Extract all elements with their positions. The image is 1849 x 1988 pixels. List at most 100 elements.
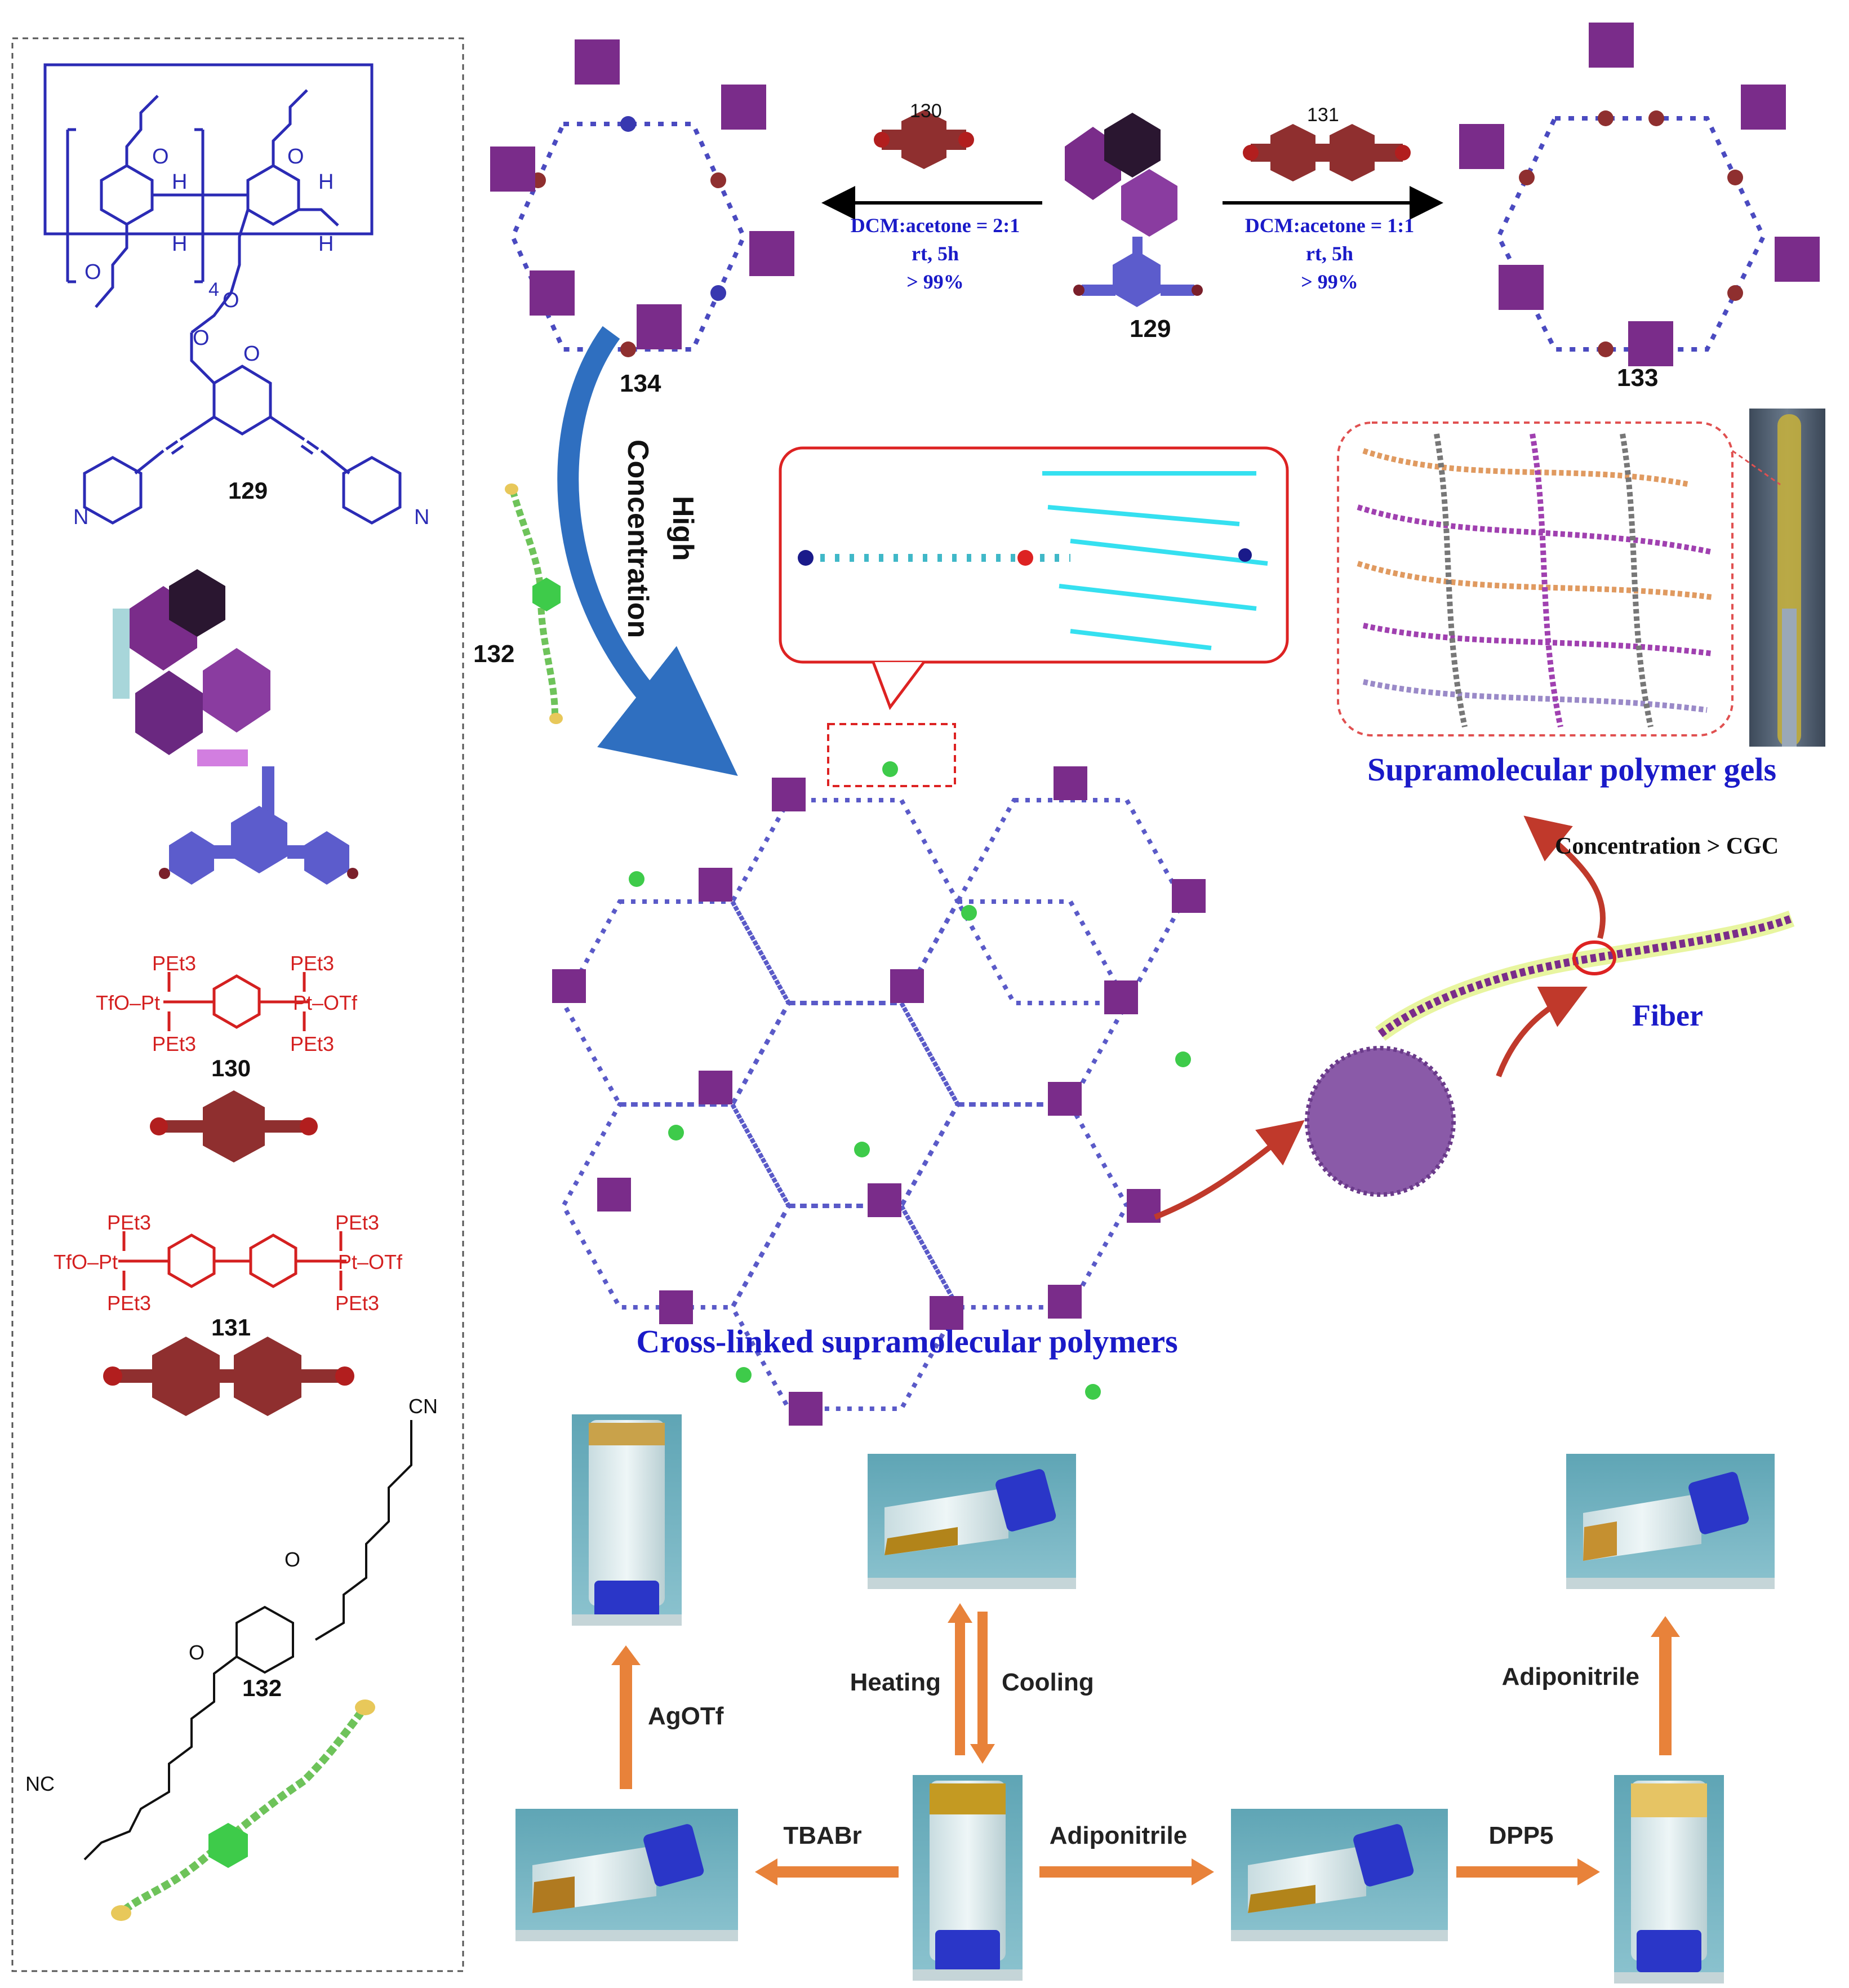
compound-132-text: CN O O NC [25, 1395, 438, 1795]
compound-132-structure [83, 1420, 412, 1861]
compound-129-label: 129 [228, 477, 268, 504]
arrow-to-gel [1523, 815, 1606, 939]
c130-pet3-bottom-right: PEt3 [290, 1032, 334, 1055]
label-adiponitrile-mid: Adiponitrile [1050, 1822, 1187, 1849]
high-concentration-text: High Concentration [621, 440, 699, 638]
photo-agotf [572, 1414, 682, 1626]
c129-subscript-4: 4 [208, 279, 219, 300]
arrow-cooling-down [970, 1612, 995, 1764]
zoom-inset [779, 446, 1289, 787]
c131-pt-otf: Pt–OTf [338, 1250, 403, 1273]
cgc-label: Concentration > CGC [1555, 833, 1779, 859]
aggregate-ball [1305, 1046, 1456, 1197]
concentration-text: Concentration [621, 440, 654, 638]
arrow-left-cond-2: rt, 5h [912, 242, 959, 265]
arrow-adiponitrile-right [1039, 1858, 1214, 1885]
left-panel-frame [11, 37, 464, 1972]
arrow-tbabr-left [755, 1858, 899, 1885]
compound-131-text: PEt3 PEt3 PEt3 PEt3 TfO–Pt Pt–OTf [54, 1211, 403, 1315]
arrow-heating-up [948, 1603, 972, 1755]
high-text: High [666, 496, 699, 561]
compound-130-structure [163, 972, 310, 1031]
compound-130-label: 130 [211, 1055, 251, 1081]
compound-129-atoms: O O O O O O H H H H 4 N N [73, 145, 429, 529]
c129-n-right: N [414, 505, 429, 529]
arrow-right-reagent: 131 [1307, 104, 1339, 126]
compound-131-cartoon [103, 1337, 354, 1416]
c129-o-1: O [152, 145, 169, 168]
label-agotf: AgOTf [648, 1702, 724, 1730]
arrow-right-conditions: DCM:acetone = 1:1 rt, 5h > 99% [1245, 214, 1414, 293]
c129-h-3: H [318, 170, 334, 194]
orange-arrows [611, 1603, 1680, 1885]
label-129-center: 129 [1130, 315, 1171, 343]
reactant-129-cartoon [1065, 113, 1203, 307]
arrow-left-cond-1: DCM:acetone = 2:1 [851, 214, 1020, 237]
label-134: 134 [620, 370, 661, 397]
c129-n-left: N [73, 505, 88, 529]
c129-h-1: H [172, 170, 187, 194]
arrow-adiponitrile-up [1651, 1616, 1680, 1755]
arrow-right-cond-1: DCM:acetone = 1:1 [1245, 214, 1414, 237]
arrow-left-conditions: DCM:acetone = 2:1 rt, 5h > 99% [851, 214, 1020, 293]
c131-pet3-bottom-right: PEt3 [335, 1292, 379, 1315]
compound-131-label: 131 [211, 1314, 251, 1341]
compound-130-text: PEt3 PEt3 PEt3 PEt3 TfO–Pt Pt–OTf [96, 952, 358, 1055]
label-cooling: Cooling [1002, 1668, 1094, 1696]
c132-o-bottom: O [189, 1641, 205, 1664]
label-133: 133 [1617, 364, 1658, 392]
photo-heating [868, 1454, 1076, 1589]
arrow-agotf-up [611, 1645, 641, 1789]
arrow-to-aggregate [1154, 1120, 1305, 1220]
c129-o-2: O [85, 260, 101, 284]
high-concentration-arrow [557, 326, 738, 776]
reaction-arrow-left [821, 110, 1042, 220]
label-adiponitrile-right: Adiponitrile [1502, 1663, 1639, 1690]
c130-pt-otf: Pt–OTf [293, 991, 358, 1014]
c129-o-6: O [243, 342, 260, 366]
bottom-labels: Heating Cooling AgOTf TBABr Adiponitrile… [648, 1663, 1639, 1849]
photo-adiponitrile [1231, 1809, 1448, 1941]
arrow-dpp5-right [1456, 1858, 1600, 1885]
arrow-left-reagent: 130 [910, 100, 942, 122]
photo-tbabr [515, 1809, 738, 1941]
c132-cn: CN [408, 1395, 438, 1418]
photo-center [913, 1775, 1023, 1981]
c129-o-5: O [193, 326, 210, 350]
label-132-middle: 132 [473, 640, 514, 668]
gels-title: Supramolecular polymer gels [1367, 751, 1776, 788]
photo-right-top [1566, 1454, 1775, 1589]
compound-132-cartoon [111, 1699, 375, 1921]
c131-tfo-pt: TfO–Pt [54, 1250, 118, 1273]
compound-129-structure [43, 63, 402, 525]
macrocycle-133 [1459, 23, 1820, 366]
arrow-right-cond-3: > 99% [1301, 270, 1358, 293]
c129-h-4: H [318, 232, 334, 256]
label-tbabr: TBABr [783, 1822, 861, 1849]
c132-nc: NC [25, 1772, 55, 1795]
label-heating: Heating [850, 1668, 941, 1696]
compound-130-cartoon [150, 1090, 318, 1162]
compound-129-cartoon [113, 569, 358, 885]
c131-pet3-top-right: PEt3 [335, 1211, 379, 1234]
linker-132-cartoon [505, 483, 563, 724]
macrocycle-134 [490, 39, 794, 357]
c131-pet3-top-left: PEt3 [107, 1211, 151, 1234]
arrow-to-fiber [1496, 987, 1588, 1077]
c129-h-2: H [172, 232, 187, 256]
c130-pet3-bottom-left: PEt3 [152, 1032, 196, 1055]
c130-pet3-top-left: PEt3 [152, 952, 196, 975]
gel-network-box [1337, 421, 1734, 736]
gel-tube-photo [1732, 409, 1825, 747]
c129-o-3: O [287, 145, 304, 168]
reaction-arrow-right [1223, 124, 1443, 220]
c130-pet3-top-right: PEt3 [290, 952, 334, 975]
label-dpp5: DPP5 [1489, 1822, 1554, 1849]
compound-131-structure [118, 1231, 346, 1290]
arrow-left-cond-3: > 99% [906, 270, 964, 293]
c129-o-4: O [223, 289, 239, 312]
c131-pet3-bottom-left: PEt3 [107, 1292, 151, 1315]
photo-dpp5 [1614, 1775, 1724, 1983]
c132-o-top: O [285, 1548, 300, 1571]
